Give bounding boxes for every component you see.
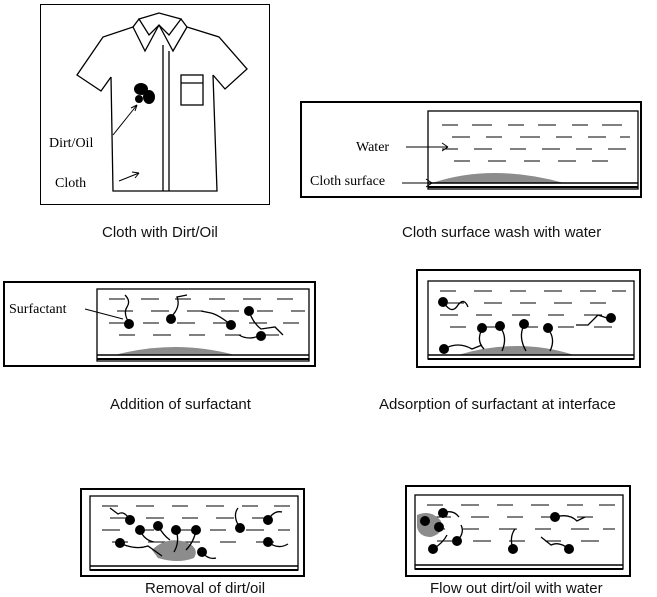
flowout-caption: Flow out dirt/oil with water <box>430 580 603 597</box>
surfactant-heads <box>124 306 266 341</box>
cloth-label: Cloth <box>55 176 86 191</box>
dirt-label: Dirt/Oil <box>49 136 93 151</box>
removal-caption: Removal of dirt/oil <box>145 580 266 597</box>
adsorption-caption: Adsorption of surfactant at interface <box>379 396 616 413</box>
addition-illustration: Surfactant <box>9 288 310 362</box>
shirt-illustration: Dirt/Oil Cloth <box>49 12 248 192</box>
flowout-illustration <box>414 494 624 570</box>
surfactant-label: Surfactant <box>9 302 67 317</box>
oil-layer <box>432 173 564 183</box>
wash-panel: Water Cloth surface <box>300 101 642 198</box>
dirt-spot <box>134 83 155 104</box>
cloth-caption: Cloth with Dirt/Oil <box>102 224 218 241</box>
removal-panel <box>80 488 305 577</box>
wash-illustration: Water Cloth surface <box>310 110 639 190</box>
addition-caption: Addition of surfactant <box>110 396 251 413</box>
adsorption-illustration <box>427 280 635 360</box>
adsorption-panel <box>416 269 641 368</box>
wash-caption: Cloth surface wash with water <box>402 224 602 241</box>
cloth-panel: Dirt/Oil Cloth <box>40 4 270 205</box>
removal-illustration <box>89 495 299 571</box>
addition-panel: Surfactant <box>3 281 316 367</box>
flowout-panel <box>405 485 631 577</box>
detached-oil <box>152 540 196 561</box>
surface-label: Cloth surface <box>310 174 385 189</box>
water-label: Water <box>356 140 389 155</box>
